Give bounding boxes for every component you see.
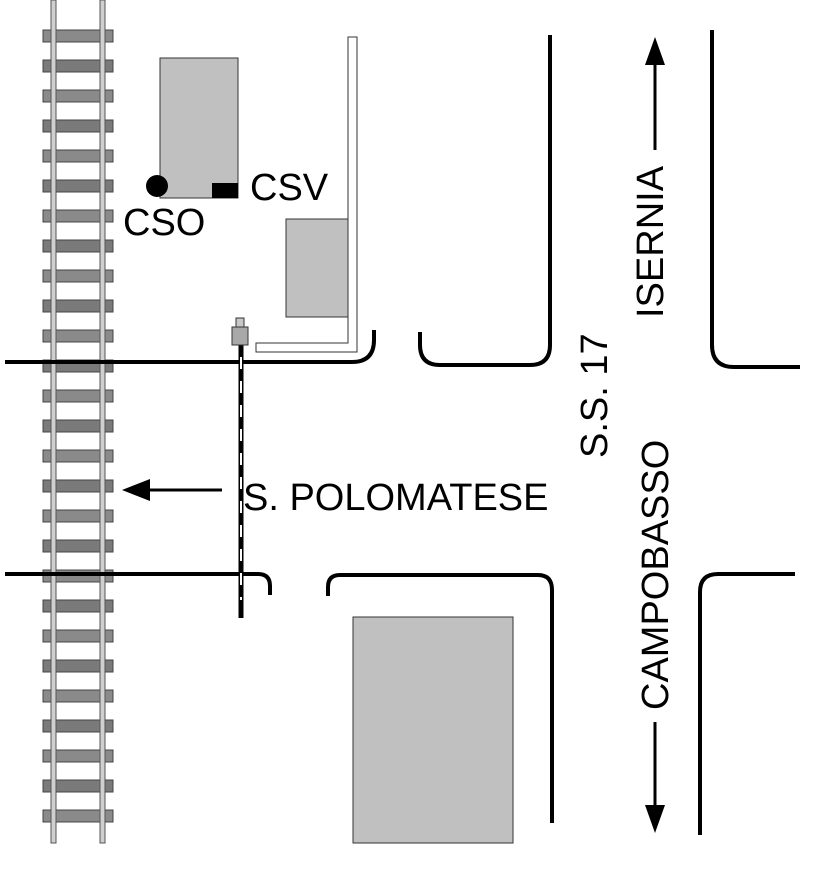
road-label: S.S. 17	[574, 333, 616, 458]
road-edge-bottom-left	[5, 572, 272, 595]
csv-label: CSV	[250, 167, 329, 209]
railway-sleeper	[42, 389, 114, 403]
road-edge-bottom-middle	[326, 573, 554, 823]
cso-marker	[146, 175, 168, 197]
south-arrow-icon	[645, 722, 665, 833]
station-building	[159, 57, 239, 199]
road-edge-top-left	[5, 330, 376, 364]
railway-sleeper	[42, 29, 114, 43]
station-arrow-icon	[122, 479, 222, 501]
railway-sleeper	[42, 239, 114, 253]
large-building	[352, 616, 514, 844]
railway-sleeper	[42, 749, 114, 763]
south-destination-label: CAMPOBASSO	[635, 440, 677, 710]
csv-marker	[212, 183, 238, 198]
railway-rail-right	[99, 0, 106, 844]
railway-sleeper	[42, 119, 114, 133]
road-edge-top-right	[710, 30, 800, 369]
railway-sleeper	[42, 659, 114, 673]
barrier-housing	[231, 326, 249, 346]
railway-sleeper	[42, 479, 114, 493]
railway-sleeper	[42, 269, 114, 283]
railway-sleeper	[42, 149, 114, 163]
small-building	[285, 218, 349, 318]
railway-sleeper	[42, 689, 114, 703]
railway-sleeper	[42, 59, 114, 73]
platform-outline	[255, 36, 358, 353]
railway-sleeper	[42, 599, 114, 613]
north-destination-label: ISERNIA	[630, 165, 672, 318]
north-arrow-icon	[645, 37, 665, 150]
railway-rail-left	[50, 0, 57, 844]
cso-label: CSO	[123, 202, 205, 244]
station-label: S. POLOMATESE	[243, 477, 548, 519]
railway-sleeper	[42, 449, 114, 463]
railway-sleeper	[42, 539, 114, 553]
railway-sleeper	[42, 299, 114, 313]
railway-sleepers	[42, 29, 114, 823]
railway-sleeper	[42, 179, 114, 193]
railway-sleeper	[42, 209, 114, 223]
level-crossing-barrier	[231, 317, 249, 618]
railway-sleeper	[42, 629, 114, 643]
road-edge-top-middle	[418, 35, 552, 367]
railway-sleeper	[42, 779, 114, 793]
railway-sleeper	[42, 809, 114, 823]
railway-sleeper	[42, 719, 114, 733]
road-edge-bottom-right	[698, 572, 795, 835]
railway-sleeper	[42, 329, 114, 343]
railway-sleeper	[42, 509, 114, 523]
railway-sleeper	[42, 89, 114, 103]
barrier-cap	[235, 317, 245, 328]
railway-sleeper	[42, 419, 114, 433]
